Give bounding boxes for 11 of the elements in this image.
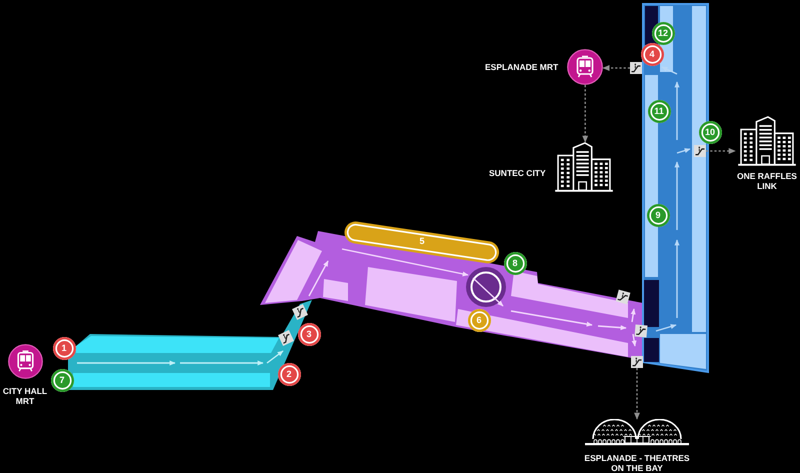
callout-number: 3 [298,322,320,346]
callout-number: 7 [50,368,74,392]
connector-arrow [634,368,640,420]
place-label: ONE RAFFLES LINK [736,171,798,191]
callout-number: 1 [52,336,76,360]
place-label: ESPLANADE - THEATRES ON THE BAY [583,453,691,473]
numbered-bar-marker: 5 [343,220,501,264]
escalator-icon [694,145,706,157]
callout-number: 2 [278,362,300,386]
place-label: CITY HALL MRT [2,386,48,406]
connector-arrow [706,148,736,154]
